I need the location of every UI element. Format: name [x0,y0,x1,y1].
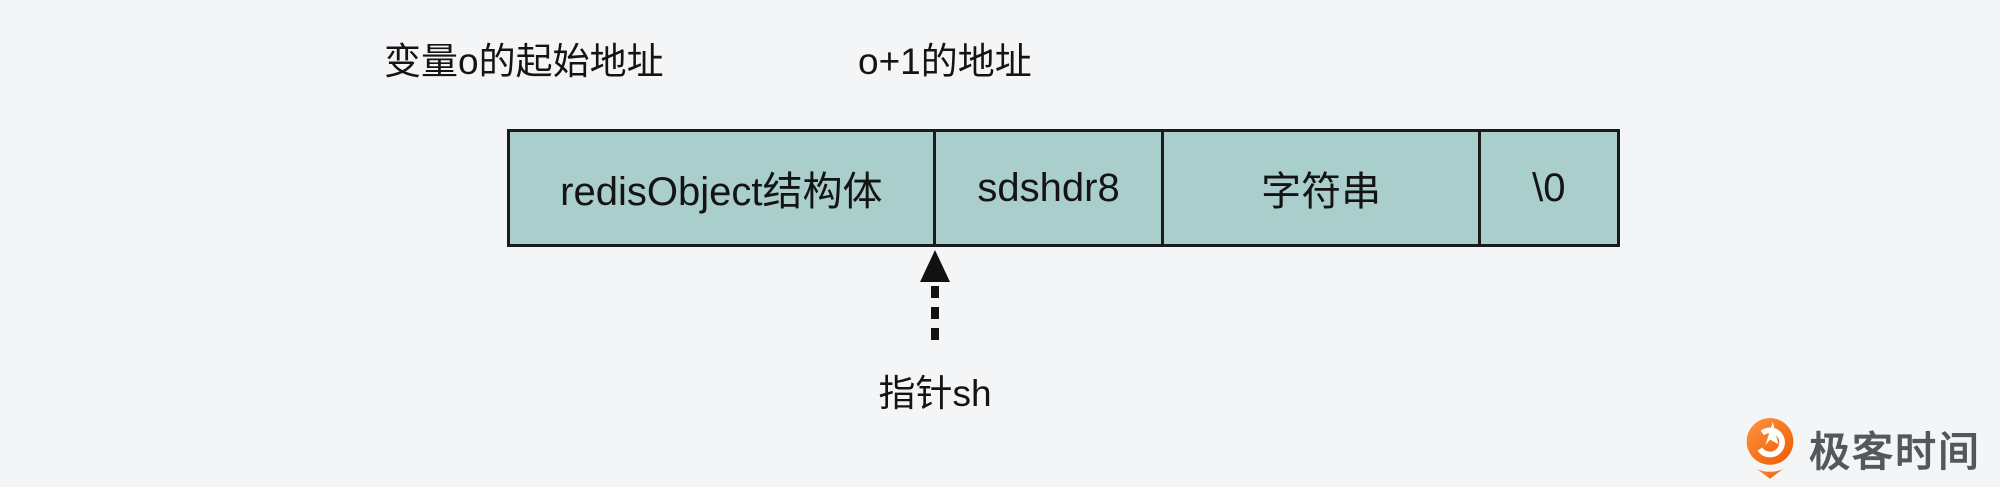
pointer-arrow [920,250,950,348]
pointer-label: 指针sh [878,373,992,414]
start-address-label: 变量o的起始地址 [384,41,664,82]
arrowhead-up-icon [920,250,950,282]
geektime-logo-text: 极客时间 [1809,429,1981,475]
memory-segment: redisObject结构体 [510,132,936,244]
geektime-pin-icon [1746,418,1794,479]
o-plus-1-address-label: o+1的地址 [858,41,1032,82]
memory-segment: \0 [1532,165,1566,210]
brand-footer: 极客时间 [1742,417,1981,479]
memory-segment: sdshdr8 [936,132,1165,244]
memory-segment: 字符串 [1164,132,1481,244]
